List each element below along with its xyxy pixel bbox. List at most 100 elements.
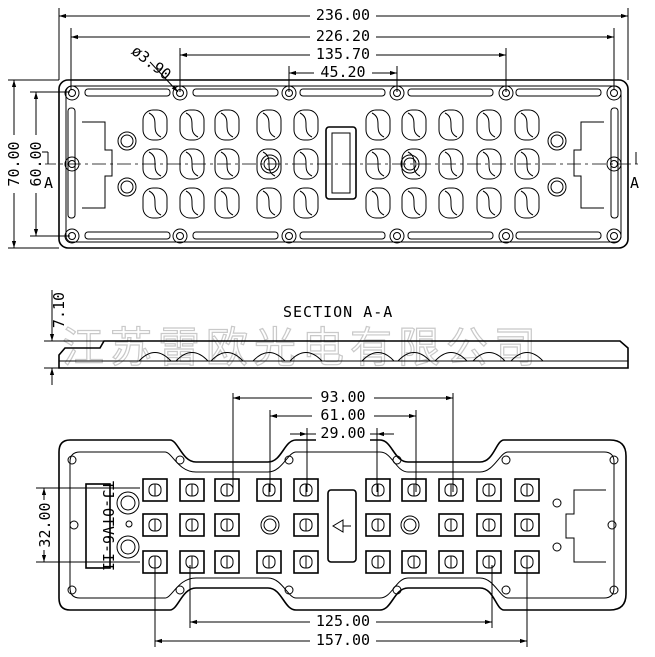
lens: [365, 187, 391, 219]
bottom-hole: [392, 455, 402, 465]
lens: [401, 187, 427, 219]
dim-60-label: 60.00: [27, 141, 45, 186]
bottom-mounting-holes: [67, 455, 619, 595]
lens-profile: [138, 352, 172, 362]
lens: [214, 187, 240, 219]
lens-contour: [482, 151, 496, 177]
section-mark-right: A: [630, 174, 639, 192]
hole-diameter-label: ø3.90: [128, 42, 175, 84]
lens: [514, 148, 540, 180]
lens-contour: [482, 190, 496, 216]
dim-236-label: 236.00: [316, 6, 370, 24]
led-pad: [293, 478, 319, 502]
bottom-right-notch: [565, 489, 606, 563]
lens: [142, 187, 168, 219]
mounting-hole: [498, 228, 514, 244]
lens-profile: [210, 352, 244, 362]
mounting-hole-inner: [68, 89, 76, 97]
dim-135: 135.70: [179, 45, 507, 92]
part-code-label: TJ-OTV6-II: [99, 481, 117, 571]
bottom-hole: [67, 585, 77, 595]
lens-contour: [299, 190, 313, 216]
dim-93-label: 93.00: [320, 388, 365, 406]
led-pad: [179, 550, 205, 574]
dim-93: 93.00: [232, 388, 454, 492]
led-pad: [476, 478, 502, 502]
led-pad: [256, 478, 282, 502]
dim-29-label: 29.00: [320, 424, 365, 442]
dim-61: 61.00: [269, 406, 417, 492]
section-title: SECTION A-A: [283, 303, 393, 321]
lens-contour: [407, 151, 421, 177]
led-pad: [401, 550, 427, 574]
led-pad: [179, 513, 205, 537]
lens-contour: [407, 112, 421, 138]
lens-contour: [148, 190, 162, 216]
lens-profile: [434, 352, 468, 362]
led-pad: [401, 478, 427, 502]
center-slot-inner: [331, 132, 351, 194]
lens-profile: [510, 352, 544, 362]
dim-60: 60.00: [27, 91, 70, 237]
dim-125: 125.00: [189, 565, 493, 630]
led-pad: [256, 550, 282, 574]
mounting-hole-inner: [610, 232, 618, 240]
bottom-hole: [175, 585, 185, 595]
lens-profile: [472, 352, 506, 362]
led-pad: [365, 478, 391, 502]
lens: [179, 109, 205, 141]
lens-contour: [482, 112, 496, 138]
lens-profile: [397, 352, 431, 362]
led-pad: [142, 513, 168, 537]
bottom-view: TJ-OTV6-II 93.00 61.00 29.00: [36, 388, 627, 649]
lens: [476, 187, 502, 219]
lens-contour: [220, 190, 234, 216]
lens: [476, 109, 502, 141]
mounting-hole: [281, 228, 297, 244]
dim-236: 236.00: [58, 5, 629, 80]
lens-contour: [407, 190, 421, 216]
lens-contour: [371, 112, 385, 138]
dim-7: 7.10: [44, 290, 104, 385]
lens: [256, 187, 282, 219]
led-pad: [142, 478, 168, 502]
dim-45-label: 45.20: [320, 63, 365, 81]
dim-125-label: 125.00: [316, 612, 370, 630]
lens-contour: [520, 112, 534, 138]
section-mark-left: A: [44, 174, 53, 192]
lens-profile: [289, 352, 323, 362]
lens-contour: [185, 112, 199, 138]
mounting-hole-inner: [393, 232, 401, 240]
dim-135-label: 135.70: [316, 45, 370, 63]
mounting-hole-inner: [285, 232, 293, 240]
mounting-hole: [389, 228, 405, 244]
led-pad: [514, 478, 540, 502]
lens-contour: [262, 112, 276, 138]
dim-226-label: 226.20: [316, 27, 370, 45]
section-marks: A A: [42, 151, 639, 192]
dim-32: 32.00: [36, 487, 140, 563]
mounting-hole-inner: [176, 232, 184, 240]
dim-29: 29.00: [290, 424, 394, 492]
led-pad: [514, 513, 540, 537]
dim-7-label: 7.10: [50, 292, 68, 328]
lens-contour: [444, 112, 458, 138]
led-pad: [293, 513, 319, 537]
bottom-hole: [69, 520, 79, 530]
lens-contour: [220, 112, 234, 138]
dim-157-label: 157.00: [316, 631, 370, 649]
led-pad-array: [142, 478, 540, 574]
lens: [256, 109, 282, 141]
lens-array: [142, 109, 540, 219]
section-lens-profiles: [138, 352, 544, 362]
bottom-hole: [501, 455, 511, 465]
lens: [179, 187, 205, 219]
led-pad: [476, 550, 502, 574]
mounting-hole: [606, 228, 622, 244]
bottom-plate-outline: [58, 439, 627, 611]
bottom-side-holes: [116, 491, 562, 559]
dim-70: 70.00: [5, 79, 59, 249]
led-pad: [476, 513, 502, 537]
led-pad: [179, 478, 205, 502]
